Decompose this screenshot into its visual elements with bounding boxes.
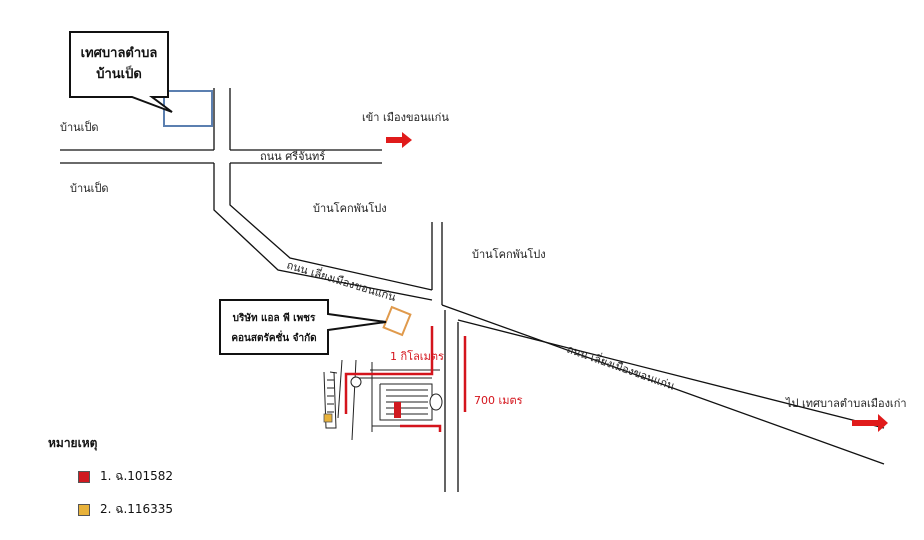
office-callout: เทศบาลตำบล บ้านเป็ด	[69, 31, 173, 113]
plot-1-marker	[394, 402, 401, 418]
company-callout: บริษัท แอล พี เพชร คอนสตรัคชั่น จำกัด	[219, 299, 387, 355]
label-distance-700m: 700 เมตร	[474, 394, 523, 407]
route-lines	[344, 326, 467, 432]
legend-title: หมายเหตุ	[48, 436, 98, 450]
office-location-marker	[163, 90, 213, 127]
office-callout-line1: เทศบาลตำบล	[81, 45, 158, 61]
site-location-marker	[382, 305, 412, 337]
arrow-right-icon	[386, 132, 412, 148]
legend-swatch-orange	[78, 503, 90, 516]
label-bypass-road-west: ถนน เลี่ยงเมืองขอนแก่น	[285, 257, 398, 305]
legend-swatch-red	[78, 470, 90, 483]
legend-item-2: 2. ฉ.116335	[78, 500, 173, 519]
label-to-khon-kaen: เข้า เมืองขอนแก่น	[362, 111, 449, 124]
label-distance-1km: 1 กิโลเมตร	[390, 349, 444, 363]
legend: หมายเหตุ 1. ฉ.101582 2. ฉ.116335	[48, 434, 173, 533]
label-bypass-road-east: ถนน เลี่ยงเมืองขอนแก่น	[565, 341, 677, 393]
arrow-right-icon-east	[852, 414, 888, 432]
roads	[60, 88, 885, 492]
legend-item-1-label: 1. ฉ.101582	[100, 469, 174, 483]
label-ban-khok-east: บ้านโคกพันโปง	[472, 247, 546, 261]
label-ban-ped-south: บ้านเป็ด	[70, 181, 109, 195]
label-sri-chan-road: ถนน ศรีจันทร์	[260, 150, 325, 163]
company-callout-line1: บริษัท แอล พี เพชร	[233, 312, 316, 324]
company-callout-line2: คอนสตรัคชั่น จำกัด	[231, 330, 316, 344]
plot-2-marker	[323, 413, 333, 423]
label-to-muang-kao: ไป เทศบาลตำบลเมืองเก่า	[785, 397, 907, 410]
local-streets	[323, 359, 443, 441]
office-callout-line2: บ้านเป็ด	[96, 64, 142, 82]
label-ban-ped-north: บ้านเป็ด	[60, 120, 99, 134]
legend-item-2-label: 2. ฉ.116335	[100, 502, 174, 516]
label-ban-khok-west: บ้านโคกพันโปง	[313, 201, 387, 215]
legend-item-1: 1. ฉ.101582	[78, 467, 173, 486]
